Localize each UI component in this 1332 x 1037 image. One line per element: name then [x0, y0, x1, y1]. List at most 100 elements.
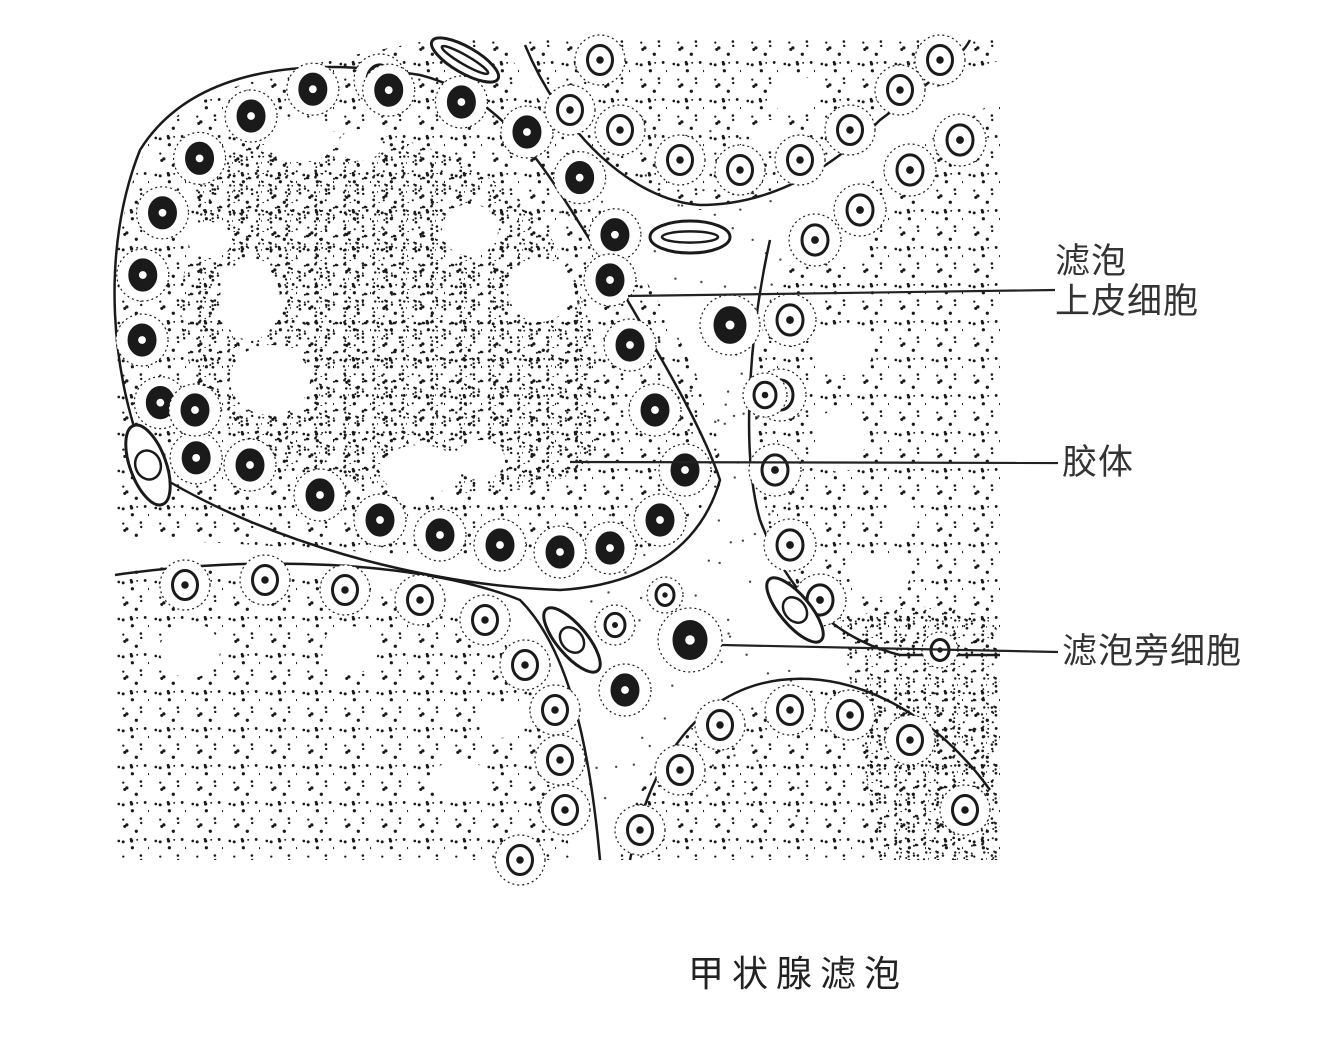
red-blood-cell	[429, 36, 501, 84]
rbc-outline	[542, 606, 602, 674]
septum-dot	[559, 211, 562, 214]
follicular-epithelial-cell	[473, 518, 527, 572]
follicular-epithelial-cell	[172, 131, 227, 185]
follicular-epithelial-cell	[319, 564, 371, 616]
figure-caption: 甲状腺滤泡	[688, 954, 909, 995]
follicular-epithelial-cell	[714, 144, 766, 196]
septum-dot	[663, 717, 667, 720]
septum-dot	[677, 204, 680, 207]
nucleolus	[786, 706, 794, 714]
nucleolus	[786, 541, 794, 549]
septum-dot	[768, 513, 771, 516]
septum-dot	[753, 532, 757, 536]
nucleolus	[811, 236, 819, 244]
interstitial-cell	[742, 372, 788, 418]
vacuole	[322, 626, 378, 674]
rbc-center	[781, 596, 809, 624]
septum-dot	[753, 286, 757, 289]
nucleolus	[786, 316, 794, 324]
vacuole	[508, 258, 572, 322]
nucleolus	[906, 166, 914, 174]
vacuole	[771, 75, 819, 115]
septum-dot	[718, 561, 721, 565]
nucleolus	[961, 806, 969, 814]
septum-dot	[761, 810, 765, 813]
follicular-epithelial-cell	[286, 62, 340, 116]
nucleolus	[521, 661, 529, 669]
red-blood-cells	[124, 36, 825, 674]
septum	[115, 40, 430, 300]
septum-dot	[741, 539, 745, 542]
nucleolus	[516, 856, 524, 864]
rbc-center	[558, 626, 586, 654]
septum-dot	[743, 792, 747, 795]
nucleolus	[896, 86, 904, 94]
septum-dot	[600, 200, 604, 203]
nucleolus	[716, 721, 724, 729]
follicular-epithelial-cell	[939, 784, 991, 836]
leader-line-epithelial	[627, 288, 1056, 298]
follicular-epithelial-cell	[494, 834, 546, 886]
septum-dot	[643, 553, 646, 557]
septum-dot	[745, 653, 748, 656]
follicular-epithelial-cell	[933, 113, 987, 167]
follicular-epithelial-cell	[583, 253, 637, 307]
septum-dot	[779, 258, 782, 261]
septum-dot	[723, 422, 726, 426]
follicular-epithelial-cell	[764, 684, 816, 736]
follicular-epithelial-cell	[833, 183, 887, 237]
follicular-epithelial-cell	[654, 134, 706, 186]
label-follicular-epithelial-cell-line1: 滤泡	[1055, 242, 1128, 282]
interstitial-cell	[594, 604, 636, 646]
follicular-epithelial-cell	[883, 143, 937, 197]
nucleolus	[626, 341, 634, 349]
septum-dot	[771, 509, 775, 513]
label-colloid: 胶体	[1062, 443, 1135, 483]
septum-dot	[727, 632, 730, 635]
follicular-epithelial-cell	[628, 383, 682, 437]
nucleolus	[796, 156, 804, 164]
red-blood-cell	[648, 219, 732, 255]
nucleolus	[384, 86, 393, 95]
septum-dot	[709, 129, 712, 133]
septum-dot	[654, 133, 657, 137]
septum-dot	[648, 744, 651, 748]
septum-dot	[615, 765, 618, 769]
septum-dot	[797, 414, 800, 418]
rbc-outline	[648, 219, 732, 255]
nucleolus	[523, 128, 531, 136]
follicular-epithelial-cell	[914, 34, 966, 86]
septum-dot	[617, 438, 620, 441]
follicular-epithelial-cell	[544, 84, 596, 136]
nucleolus	[662, 592, 668, 598]
septum-dot	[615, 402, 618, 405]
septum-dot	[732, 747, 735, 750]
parafollicular-cell	[598, 663, 652, 717]
septum-dot	[687, 428, 690, 432]
septum-dot	[769, 199, 772, 203]
label-parafollicular-cell: 滤泡旁细胞	[1062, 632, 1243, 672]
follicular-epithelial-cell	[115, 313, 169, 367]
vacuole	[750, 120, 790, 150]
septum-dot	[700, 280, 703, 284]
nucleolus	[656, 516, 664, 524]
nucleolus	[192, 453, 201, 462]
follicular-epithelial-cell	[353, 493, 407, 547]
septum-dot	[711, 764, 715, 767]
follicular-epithelial-cell	[362, 63, 416, 117]
follicular-epithelial-cell	[884, 714, 936, 766]
follicular-epithelial-cell	[824, 689, 876, 741]
nucleolus	[551, 706, 559, 714]
septum-dot	[726, 390, 730, 393]
follicular-epithelial-cell	[824, 104, 876, 156]
vacuole	[230, 345, 310, 415]
nucleolus	[725, 320, 735, 330]
septum-dot	[714, 420, 717, 424]
septum-dot	[706, 794, 709, 797]
septum-dot	[638, 619, 641, 622]
septum-dot	[658, 182, 661, 186]
septum-dot	[726, 618, 730, 622]
septum-dot	[770, 283, 773, 286]
follicular-epithelial-cell	[223, 438, 277, 492]
follicular-epithelial-cell	[553, 151, 607, 205]
